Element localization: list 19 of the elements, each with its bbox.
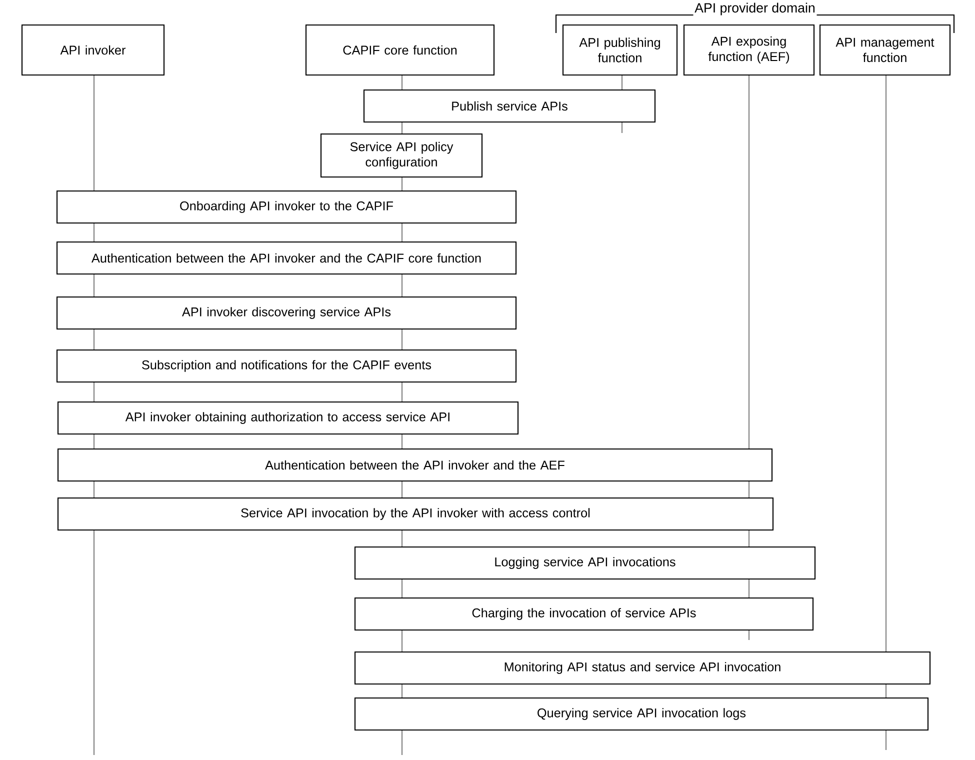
step-box: Querying service API invocation logs (354, 697, 929, 731)
lifeline-header-box: API invoker (21, 24, 165, 76)
step-box: Logging service API invocations (354, 546, 816, 580)
step-box: Publish service APIs (363, 89, 656, 123)
step-box: Monitoring API status and service API invocation (354, 651, 931, 685)
domain-label: API provider domain (693, 1, 817, 17)
step-box: Authentication between the API invoker and the AEF (57, 448, 773, 482)
step-box: Authentication between the API invoker and the CAPIF core function (56, 241, 517, 275)
step-box: API invoker discovering service APIs (56, 296, 517, 330)
lifeline-header-box: CAPIF core function (305, 24, 495, 76)
step-box: Service API invocation by the API invoker with access control (57, 497, 774, 531)
step-box: Onboarding API invoker to the CAPIF (56, 190, 517, 224)
step-box: Charging the invocation of service APIs (354, 597, 814, 631)
lifeline-header-box: API exposing function (AEF) (683, 24, 815, 76)
step-box: API invoker obtaining authorization to access service API (57, 401, 519, 435)
step-box: Subscription and notifications for the CAPIF events (56, 349, 517, 383)
lifeline-header-box: API publishing function (562, 24, 678, 76)
lifeline-header-box: API management function (819, 24, 951, 76)
step-box: Service API policy configuration (320, 133, 483, 178)
